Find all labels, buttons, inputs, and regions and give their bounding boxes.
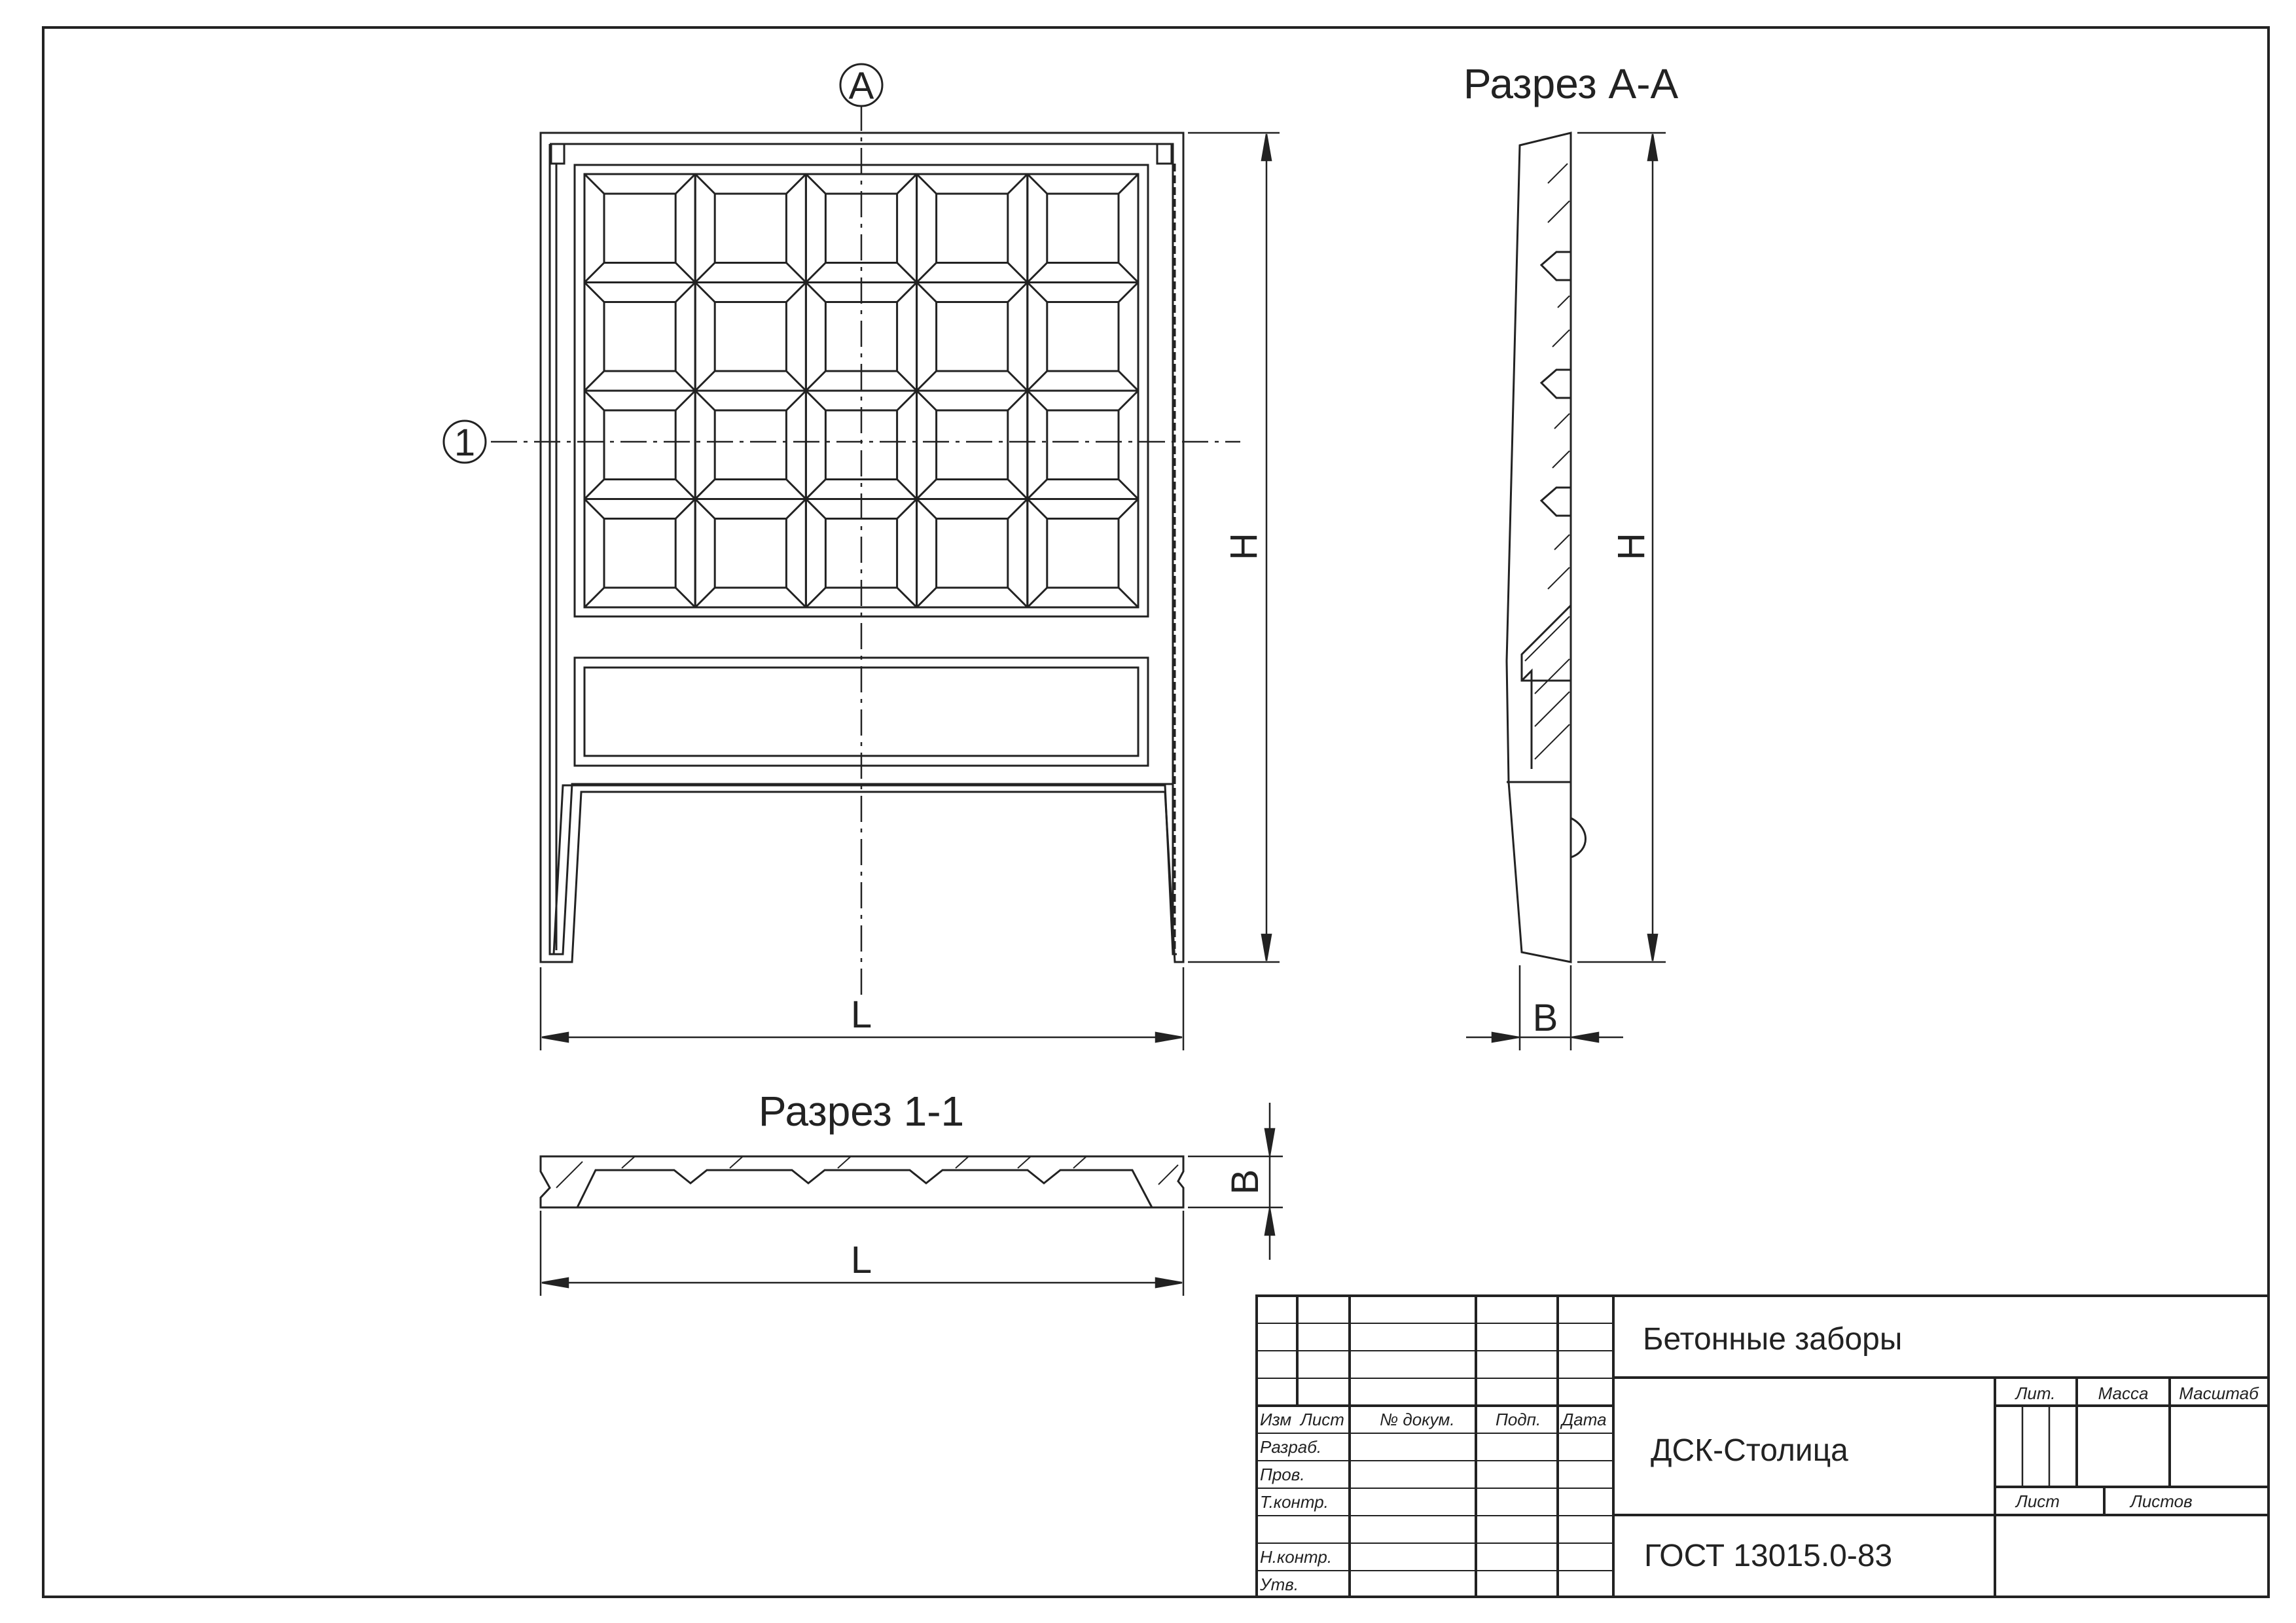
tb-masshtab: Масштаб bbox=[2179, 1383, 2259, 1403]
tb-sheet: Лист bbox=[2015, 1491, 2060, 1511]
section-aa-hatch bbox=[1524, 163, 1570, 760]
section-11-profile bbox=[539, 1155, 1185, 1209]
title-block bbox=[1255, 1294, 2270, 1598]
coffer-cell bbox=[694, 498, 807, 609]
coffer-cell bbox=[916, 389, 1029, 500]
tb-col-doc: № докум. bbox=[1380, 1410, 1455, 1429]
top-notch-right bbox=[1156, 144, 1173, 165]
coffer-cell bbox=[1026, 173, 1139, 283]
dim-l-front-label: L bbox=[851, 993, 872, 1036]
coffer-cell bbox=[583, 389, 696, 500]
marker-a-circle bbox=[839, 63, 884, 107]
tb-massa: Масса bbox=[2098, 1383, 2149, 1403]
dim-l-section bbox=[539, 1211, 1185, 1296]
dim-l-front bbox=[539, 967, 1185, 1050]
legs-inner-outline bbox=[552, 784, 1174, 955]
dim-l-section-label: L bbox=[851, 1239, 872, 1281]
coffer-cell bbox=[804, 173, 918, 283]
tb-row-tkontr: Т.контр. bbox=[1260, 1492, 1329, 1512]
title-block-thin-lines bbox=[1257, 1323, 1613, 1571]
coffer-cell bbox=[583, 498, 696, 609]
tb-col-podp: Подп. bbox=[1496, 1410, 1541, 1429]
marker-1-circle bbox=[442, 419, 487, 464]
section-11-hatch bbox=[556, 1156, 1179, 1188]
coffer-cell bbox=[1026, 389, 1139, 500]
dim-h-front-label: Н bbox=[1223, 533, 1265, 560]
dim-b-section bbox=[1188, 1103, 1283, 1260]
coffer-cell bbox=[916, 498, 1029, 609]
tb-row-nkontr: Н.контр. bbox=[1260, 1547, 1332, 1567]
tb-row-utv: Утв. bbox=[1259, 1575, 1299, 1594]
coffer-cell bbox=[694, 389, 807, 500]
top-notch-left bbox=[550, 144, 565, 165]
tb-row-prov: Пров. bbox=[1260, 1465, 1305, 1484]
coffer-cell bbox=[583, 281, 696, 392]
coffer-cell bbox=[916, 173, 1029, 283]
coffer-cell bbox=[694, 173, 807, 283]
coffer-cell bbox=[1026, 498, 1139, 609]
coffer-cell bbox=[804, 389, 918, 500]
tb-standard: ГОСТ 13015.0-83 bbox=[1644, 1539, 1892, 1573]
tb-sheets: Листов bbox=[2129, 1491, 2193, 1511]
dim-b-side bbox=[1466, 965, 1623, 1050]
tb-col-data: Дата bbox=[1560, 1410, 1607, 1429]
section-aa-title: Разрез А-А bbox=[1463, 60, 1679, 107]
tb-row-razrab: Разраб. bbox=[1260, 1437, 1321, 1457]
front-axes bbox=[491, 105, 1240, 995]
panel-inner-contour bbox=[548, 143, 1177, 955]
marker-a-label: А bbox=[849, 65, 874, 107]
dim-h-side-label: Н bbox=[1610, 533, 1653, 560]
dim-h-side bbox=[1577, 132, 1666, 963]
dim-h-front bbox=[1188, 132, 1280, 963]
coffer-cell bbox=[916, 281, 1029, 392]
dim-b-side-label: В bbox=[1533, 997, 1558, 1039]
tb-name: Бетонные заборы bbox=[1643, 1322, 1902, 1357]
coffer-cell bbox=[1026, 281, 1139, 392]
tb-col-izm: Изм bbox=[1260, 1410, 1291, 1429]
front-view bbox=[539, 132, 1185, 963]
section-aa-profile bbox=[1505, 132, 1587, 963]
section-11-title: Разрез 1-1 bbox=[759, 1088, 964, 1135]
marker-1-label: 1 bbox=[454, 421, 475, 464]
tb-organization: ДСК-Столица bbox=[1651, 1433, 1848, 1468]
tb-lit: Лит. bbox=[2015, 1383, 2056, 1403]
coffer-cell bbox=[694, 281, 807, 392]
dim-b-section-label: В bbox=[1224, 1169, 1266, 1195]
coffer-grid bbox=[583, 173, 1139, 609]
tb-col-list: Лист bbox=[1299, 1410, 1344, 1429]
coffer-cell bbox=[583, 173, 696, 283]
sheet-border bbox=[42, 26, 2270, 1598]
